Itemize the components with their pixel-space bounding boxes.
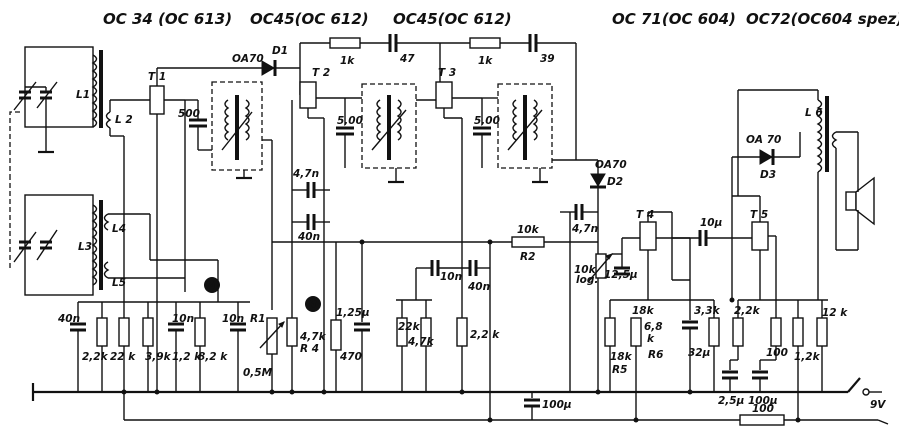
marker-b-label: B [309,298,317,311]
d3-type-label: OA 70 [746,134,781,146]
pot-10k-b-label: log. [576,274,598,286]
r6-a-label: 6,8 [644,321,663,333]
l6-label: L 6 [805,107,823,119]
r-22k-b-label: 2,2 k [470,329,500,341]
l5-label: L5 [112,277,126,289]
c-10u-label: 10μ [700,217,723,229]
supply-section: 100 9V [739,377,889,426]
c-fb2-label: 39 [540,53,555,65]
r4-value-label: 4,7k [299,331,327,343]
r-12k-b-label: 12 k [822,307,848,319]
t1-label: T 1 [148,71,166,83]
t2-label: T 2 [312,67,330,79]
pot-10k-a-label: 10k [574,264,597,276]
r-82k-label: 8,2 k [198,351,228,363]
r6-label: R6 [648,349,663,361]
r-100-bottom-label: 100 [752,403,774,415]
r1-label: R1 [250,313,265,325]
r-470-label: 470 [339,351,362,363]
d3-label: D3 [760,169,776,181]
c-100-t5-label: 100μ [748,395,778,407]
d1-type-label: OA70 [232,53,264,65]
decoupling-cap: 100μ [524,392,572,420]
agc-section: R1 0,5M 4,7k R 4 1,25μ 470 [243,242,370,392]
r-33k-label: 3,3k [694,305,721,317]
d2-label: D2 [607,176,623,188]
c-125-label: 1,25μ [336,307,370,319]
marker-b [305,296,321,312]
pot-r1-value-label: 0,5M [243,367,273,379]
t2-stage: T 2 5,00 4,7n 40n [262,67,436,392]
c-25-label: 2,5μ [718,395,745,407]
r5-label: R5 [612,364,627,376]
l2-label: L 2 [115,114,133,126]
r-12k-a-label: 1,2k [794,351,821,363]
t1-type-label: OC 34 (OC 613) [103,10,232,28]
c-500-t1-label: 500 [178,108,200,120]
r4-label: R 4 [300,343,319,355]
c-500-t2-label: 5,00 [337,115,363,127]
r-18k-top-label: 18k [632,305,655,317]
t2-type-label: OC45(OC 612) [250,10,369,28]
c-125-t4-label: 12,5μ [604,269,638,281]
r5-value-label: 18k [610,351,633,363]
r-fb1-label: 1k [340,55,355,67]
c-10n-mid-label: 10n [440,271,462,283]
mid-rc-bank: 22k 4,7k 10n 40n 2,2 k [396,242,500,420]
c-47n-det-label: 4,7n [571,223,598,235]
t5-label: T 5 [750,209,768,221]
t3-label: T 3 [438,67,456,79]
r2-value-label: 10k [517,224,540,236]
c-fb1-label: 47 [399,53,415,65]
marker-a [204,277,220,293]
t5-type-label: OC72(OC604 spez) [746,10,899,28]
r-22k-a-label: 22k [398,321,421,333]
c-100-bottom-label: 100μ [542,399,572,411]
t4-stage: 10k log. 12,5μ T 4 18k R5 18k 6,8 k R6 3… [574,209,752,420]
r-fb2-label: 1k [478,55,493,67]
t1-stage: T 1 500 OA70 D1 [148,45,300,392]
r-22k-in-label: 2,2k [82,351,109,363]
t3-stage: T 3 5,00 [435,67,598,392]
l3-label: L3 [78,241,92,253]
c-32-label: 32μ [688,347,711,359]
c-500-t3-label: 5,00 [474,115,500,127]
input-rc-bank: 40n 2,2k 22 k 3,9k 10n 1,2 k 8,2 k 10n [57,214,250,392]
c-40n-in-label: 40n [57,313,80,325]
t5-stage: T 5 OA 70 D3 L 6 2, [718,89,875,420]
c-40n-left-label: 40n [297,231,320,243]
l1-label: L1 [76,89,90,101]
d2-type-label: OA70 [595,159,627,171]
c-10n-a-label: 10n [172,313,194,325]
t4-label: T 4 [636,209,654,221]
neutralization-network: 1k 47 1k 39 [299,34,577,160]
r-22k-t5-label: 2,2k [734,305,761,317]
supply-label: 9V [870,399,886,411]
c-47n-top-label: 4,7n [292,168,319,180]
t4-type-label: OC 71(OC 604) [612,10,736,28]
t3-type-label: OC45(OC 612) [393,10,512,28]
junction-dots [121,297,801,423]
r6-b-label: k [647,333,655,345]
c-40n-mid-label: 40n [467,281,490,293]
marker-a-label: A [207,279,217,292]
r-100-label: 100 [766,347,788,359]
l4-label: L4 [112,223,126,235]
r-22k-in2-label: 22 k [110,351,136,363]
r-12k-in-label: 1,2 k [172,351,202,363]
r-39k-label: 3,9k [145,351,172,363]
detector-section: OA70 D2 4,7n 10k R2 [272,159,627,392]
r-47k-label: 4,7k [407,336,435,348]
r2-label: R2 [520,251,535,263]
input-tuning-section: L1 L 2 L3 L4 L5 [9,46,186,392]
c-10n-b-label: 10n [222,313,244,325]
d1-label: D1 [272,45,288,57]
